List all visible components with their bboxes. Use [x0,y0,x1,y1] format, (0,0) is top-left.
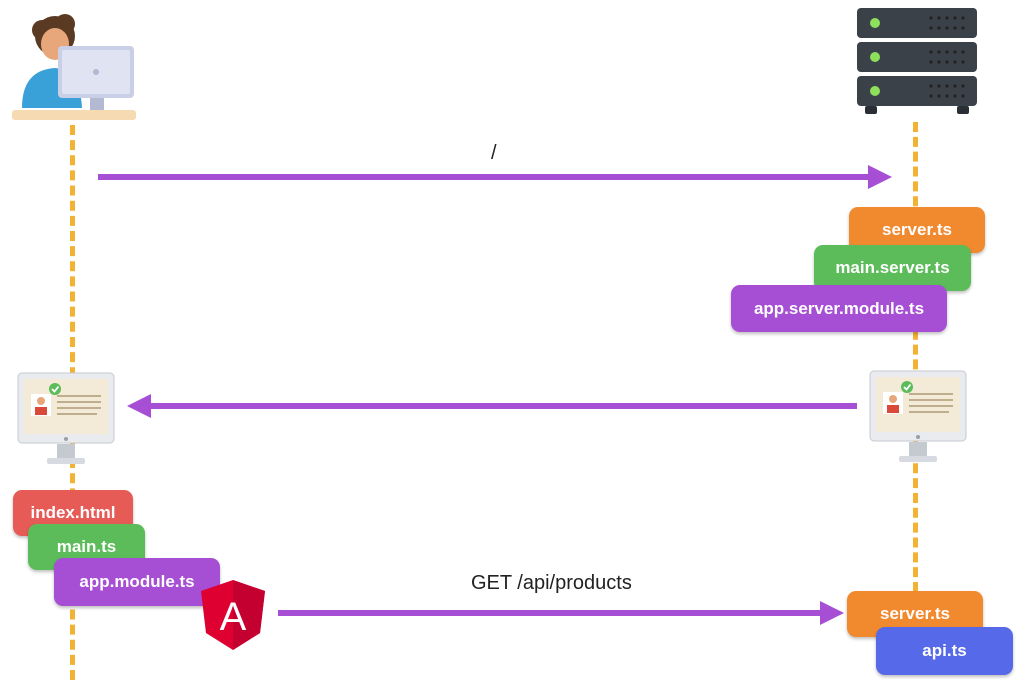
server-lifeline [913,122,918,592]
response-page-arrow [127,394,857,418]
request-root-label: / [491,142,497,164]
angular-logo-letter: A [220,595,247,639]
server-rack-icon [857,8,977,114]
rendered-page-monitor-icon [869,370,967,462]
angular-logo-icon: A [201,580,265,650]
client-page-monitor-icon [17,372,115,464]
app-server-module-ts-chip: app.server.module.ts [731,285,947,332]
api-ts-chip: api.ts [876,627,1013,675]
user-at-computer-icon [12,14,136,120]
request-root-arrow [98,165,892,189]
app-module-ts-chip: app.module.ts [54,558,220,606]
request-api-label: GET /api/products [471,572,632,594]
request-api-arrow [278,601,844,625]
main-server-ts-chip: main.server.ts [814,245,971,291]
